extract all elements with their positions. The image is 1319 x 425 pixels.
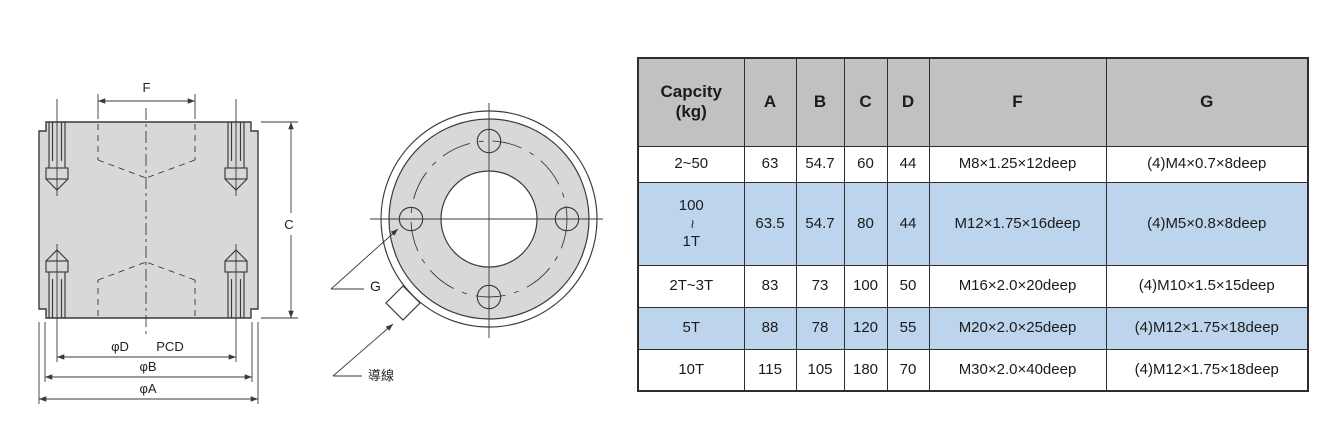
dim-c-label: C	[284, 217, 293, 232]
table-cell: (4)M5×0.8×8deep	[1105, 181, 1309, 266]
table-cell: M12×1.75×16deep	[928, 181, 1107, 266]
table-cell: M8×1.25×12deep	[928, 145, 1107, 183]
table-cell: 5T	[637, 306, 745, 350]
load-cell-body	[38, 121, 259, 319]
cable-gland	[385, 285, 421, 321]
center-lines	[370, 103, 603, 338]
top-view-drawing: G 導線	[330, 103, 603, 383]
column-header: D	[886, 57, 930, 147]
table-cell: (4)M10×1.5×15deep	[1105, 264, 1309, 308]
hidden-lines	[97, 108, 196, 334]
table-cell: 44	[886, 181, 930, 266]
table-cell: 88	[743, 306, 797, 350]
table-cell: (4)M12×1.75×18deep	[1105, 306, 1309, 350]
table-cell: 60	[843, 145, 888, 183]
dimension-c: C	[261, 121, 298, 319]
cable-callout: 導線	[332, 323, 394, 383]
column-header: A	[743, 57, 797, 147]
dim-a-label: φA	[139, 381, 156, 396]
technical-drawings: F C φD PCD φB	[38, 80, 603, 404]
table-cell: M16×2.0×20deep	[928, 264, 1107, 308]
table-cell: 100~1T	[637, 181, 745, 266]
table-cell: 105	[795, 348, 845, 392]
g-callout-label: G	[370, 278, 381, 294]
column-header: G	[1105, 57, 1309, 147]
table-cell: 80	[843, 181, 888, 266]
dimension-b: φB	[44, 322, 253, 382]
dim-b-label: φB	[139, 359, 156, 374]
dimension-f: F	[97, 80, 196, 119]
g-callout: G	[330, 228, 399, 294]
column-header: F	[928, 57, 1107, 147]
table-cell: 180	[843, 348, 888, 392]
table-cell: M20×2.0×25deep	[928, 306, 1107, 350]
table-cell: 63	[743, 145, 797, 183]
table-cell: 54.7	[795, 145, 845, 183]
table-cell: 10T	[637, 348, 745, 392]
bottom-bolt-holes	[45, 244, 248, 362]
top-bolt-holes	[45, 99, 248, 196]
table-cell: 55	[886, 306, 930, 350]
side-view-drawing: F C φD PCD φB	[38, 80, 298, 404]
table-cell: 54.7	[795, 181, 845, 266]
cable-callout-label: 導線	[368, 368, 394, 383]
table-cell: 2~50	[637, 145, 745, 183]
table-cell: 83	[743, 264, 797, 308]
column-header: C	[843, 57, 888, 147]
table-cell: 63.5	[743, 181, 797, 266]
table-cell: 70	[886, 348, 930, 392]
table-cell: 100	[843, 264, 888, 308]
table-cell: (4)M4×0.7×8deep	[1105, 145, 1309, 183]
table-cell: 2T~3T	[637, 264, 745, 308]
table-cell: 115	[743, 348, 797, 392]
table-cell: 50	[886, 264, 930, 308]
dim-d-label: φD	[111, 339, 129, 354]
table-cell: 44	[886, 145, 930, 183]
dimension-a: φA	[38, 322, 259, 404]
table-cell: 120	[843, 306, 888, 350]
dim-pcd-label: PCD	[156, 339, 183, 354]
column-header: Capcity (kg)	[637, 57, 745, 147]
table-cell: 78	[795, 306, 845, 350]
table-cell: M30×2.0×40deep	[928, 348, 1107, 392]
table-cell: (4)M12×1.75×18deep	[1105, 348, 1309, 392]
dimension-d-pcd: φD PCD	[57, 339, 236, 360]
table-cell: 73	[795, 264, 845, 308]
column-header: B	[795, 57, 845, 147]
dim-f-label: F	[143, 80, 151, 95]
